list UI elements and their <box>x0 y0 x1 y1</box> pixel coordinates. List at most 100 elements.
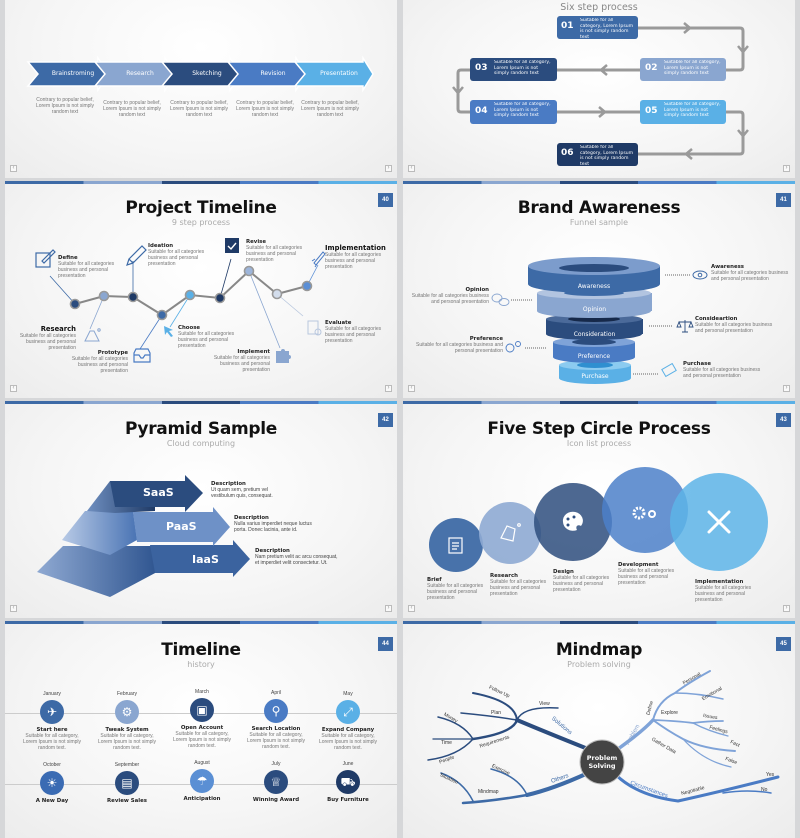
step-title: Ideation <box>148 243 174 249</box>
step-number: 06 <box>561 148 574 158</box>
slide-subtitle: Problem solving <box>567 660 631 669</box>
event-month: July <box>271 761 281 767</box>
slide-project-timeline[interactable]: Project Timeline 9 step process 40 Defin… <box>5 181 397 398</box>
step-desc: Suitable for all categories business and… <box>178 331 235 349</box>
event-title: A New Day <box>35 798 69 804</box>
prev-slide-button[interactable]: ‹ <box>10 165 17 172</box>
trophy-icon: ♕ <box>264 770 288 794</box>
event-month: September <box>114 762 140 768</box>
circle-development <box>602 467 688 553</box>
timeline-node <box>98 290 110 302</box>
step-text: Suitable for all category, Lorem Ipsum i… <box>494 60 551 76</box>
note-desc: Suitable for all categories business and… <box>416 342 503 354</box>
pencil-icon <box>126 245 147 266</box>
slide-top-bar <box>5 401 397 404</box>
slide-six-step-process[interactable]: Six step process 01 Suitable for all cat… <box>403 0 795 178</box>
slide-subtitle: Icon list process <box>566 439 632 448</box>
gears-icon <box>505 341 521 353</box>
event-desc: Suitable for all category, Lorem Ipsum i… <box>318 733 378 751</box>
timeline-node <box>214 292 226 304</box>
node-time: Time <box>441 740 452 746</box>
slide-top-bar <box>5 621 397 624</box>
circle-process-graphic <box>429 467 768 572</box>
step-number: 05 <box>645 106 658 116</box>
event-month: February <box>116 691 137 697</box>
money-icon <box>661 362 677 378</box>
event-title: Tweak System <box>105 727 149 733</box>
step-label: Research <box>126 70 154 77</box>
funnel-label: Consideration <box>573 331 616 338</box>
clipboard-check-icon <box>225 238 239 253</box>
search-icon: ⚲ <box>264 699 288 723</box>
next-slide-button[interactable]: › <box>385 605 392 612</box>
next-slide-button[interactable]: › <box>783 165 790 172</box>
umbrella-icon: ☂ <box>190 769 214 793</box>
slide-subtitle: Funnel sample <box>569 218 629 227</box>
event-desc: Suitable for all category, Lorem Ipsum i… <box>246 732 306 750</box>
step-title: Implement <box>237 349 270 355</box>
step-desc: Suitable for all categories business and… <box>246 245 303 263</box>
event-title: Open Account <box>180 725 224 731</box>
prev-slide-button[interactable]: ‹ <box>10 385 17 392</box>
event-month: October <box>43 762 61 768</box>
timeline-node <box>301 280 313 292</box>
desc-heading: Description <box>211 481 246 487</box>
circle-brief <box>429 518 483 572</box>
tier-label-paas: PaaS <box>166 520 197 533</box>
arrow-sketching <box>160 55 241 93</box>
desc-text: Nulla varius imperdiet neque luctus port… <box>234 521 312 533</box>
note-desc: Suitable for all categories business and… <box>683 367 761 379</box>
step-desc: Contrary to popular belief, Lorem Ipsum … <box>300 100 360 118</box>
funnel-label: Preference <box>577 353 611 360</box>
mindmap-center-label: Problem Solving <box>586 754 618 770</box>
event-title: Search Location <box>251 726 301 732</box>
event-title: Review Sales <box>107 798 147 804</box>
prev-slide-button[interactable]: ‹ <box>408 385 415 392</box>
step-box-02 <box>640 58 726 81</box>
prev-slide-button[interactable]: ‹ <box>408 605 415 612</box>
step-box-06 <box>557 143 638 166</box>
slide-mindmap[interactable]: Mindmap Problem solving 45 Problem Solvi… <box>403 621 795 838</box>
slide-brand-awareness[interactable]: Brand Awareness Funnel sample 41 Awarene… <box>403 181 795 398</box>
slide-five-step-circle[interactable]: Five Step Circle Process Icon list proce… <box>403 401 795 618</box>
prev-slide-button[interactable]: ‹ <box>408 165 415 172</box>
slide-pyramid-sample[interactable]: Pyramid Sample Cloud computing 42 SaaS P… <box>5 401 397 618</box>
next-slide-button[interactable]: › <box>385 385 392 392</box>
slide-top-bar <box>5 181 397 184</box>
step-title: Evaluate <box>325 320 352 326</box>
slide-title: Timeline <box>161 640 241 660</box>
event-month: May <box>343 691 353 697</box>
next-slide-button[interactable]: › <box>783 605 790 612</box>
event-month: March <box>195 689 209 695</box>
flask-icon <box>500 523 521 542</box>
step-title: Research <box>40 325 76 333</box>
funnel-layer-preference <box>553 337 635 363</box>
note-title: Consideartion <box>695 316 738 322</box>
next-slide-button[interactable]: › <box>385 165 392 172</box>
step-desc: Suitable for all categories business and… <box>213 355 270 373</box>
timeline-event: July♕Winning Award <box>246 761 306 803</box>
rocket-icon <box>311 251 326 268</box>
next-slide-button[interactable]: › <box>783 385 790 392</box>
timeline-node <box>271 288 283 300</box>
event-month: June <box>342 761 354 767</box>
tier-label-saas: SaaS <box>143 486 174 499</box>
timeline-event: October☀A New Day <box>22 762 82 804</box>
event-title: Anticipation <box>183 796 221 802</box>
node-plan: Plan <box>491 710 502 716</box>
prev-slide-button[interactable]: ‹ <box>10 605 17 612</box>
slide-number-badge: 45 <box>776 637 791 651</box>
slide-process-arrows[interactable]: Brainstroming Research Sketching Revisio… <box>5 0 397 178</box>
